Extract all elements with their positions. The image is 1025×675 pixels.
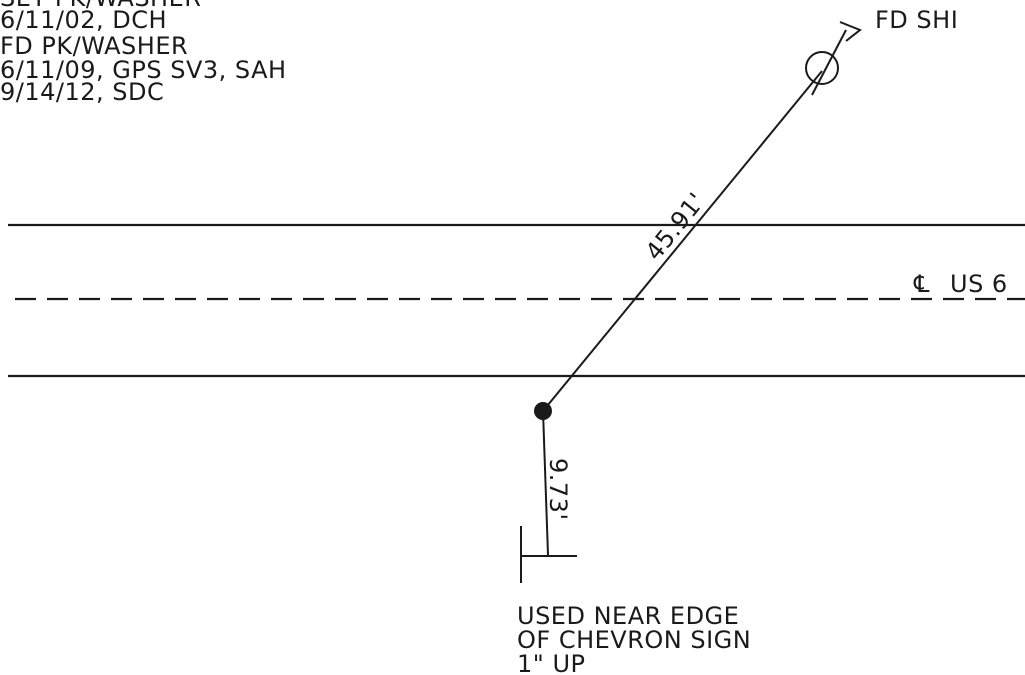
tie-line-to-monument — [542, 70, 823, 412]
note-line-4: 6/11/09, GPS SV3, SAH — [0, 56, 287, 84]
centerline-road-name: US 6 — [950, 270, 1008, 298]
note-line-1: SET PK/WASHER — [0, 0, 201, 12]
reference-note-line-1: USED NEAR EDGE — [517, 602, 739, 630]
note-line-3: FD PK/WASHER — [0, 32, 188, 60]
reference-note: USED NEAR EDGE OF CHEVRON SIGN 1" UP — [517, 602, 751, 675]
note-line-5: 9/14/12, SDC — [0, 78, 164, 106]
reference-note-line-2: OF CHEVRON SIGN — [517, 626, 751, 654]
tie-line-to-sign — [542, 410, 549, 556]
centerline-label: ℄ US 6 — [913, 270, 1008, 298]
reference-note-line-3: 1" UP — [517, 650, 585, 675]
monument-label: FD SHI — [875, 6, 958, 34]
distance-to-sign-label: 9.73' — [544, 458, 572, 521]
survey-monument-icon — [805, 21, 862, 96]
distance-to-monument-label: 45.91' — [640, 187, 711, 265]
centerline-symbol: ℄ — [913, 270, 930, 298]
note-line-2: 6/11/02, DCH — [0, 6, 167, 34]
history-notes: SET PK/WASHER 6/11/02, DCH FD PK/WASHER … — [0, 0, 287, 106]
chevron-sign-icon — [520, 526, 577, 583]
